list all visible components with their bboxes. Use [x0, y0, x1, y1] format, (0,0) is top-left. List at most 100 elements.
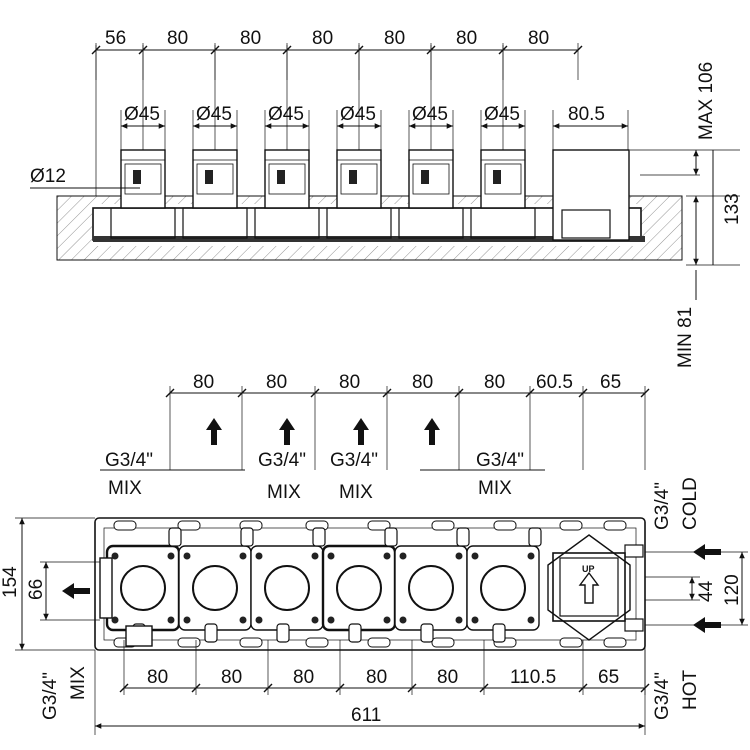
top-dim-slash	[282, 45, 292, 55]
btm-top-dim-7: 65	[600, 372, 621, 393]
outlet-arrow-up-1	[206, 418, 222, 445]
top-dim-slash	[573, 45, 583, 55]
plate-slot	[559, 637, 583, 648]
height-label: 133	[722, 193, 743, 225]
plate-slot	[305, 637, 329, 648]
diameter-label-1: Ø45	[124, 104, 160, 125]
valve-lug	[240, 527, 254, 547]
plate-slot	[493, 520, 517, 531]
valve-port	[336, 565, 382, 611]
btm-top-slash	[237, 388, 247, 398]
outlet-arrow-up-3	[353, 418, 369, 445]
mount-screw	[471, 616, 479, 624]
outlet-label-1: MIX	[108, 478, 142, 499]
top-dim-3: 80	[240, 28, 261, 49]
mount-screw	[311, 616, 319, 624]
cartridge-detail	[196, 163, 234, 195]
plate-slot	[239, 637, 263, 648]
top-dim-slash	[498, 45, 508, 55]
outlet-thread-1: G3/4"	[105, 450, 153, 471]
cartridge-body	[264, 149, 310, 209]
hot-label: HOT	[680, 670, 701, 711]
hot-connector	[624, 618, 644, 632]
valve-port	[408, 565, 454, 611]
valve-lug	[492, 623, 506, 643]
cartridge-stem	[133, 170, 141, 184]
cartridge-stem	[277, 170, 285, 184]
valve-port	[120, 565, 166, 611]
btm-bottom-dim-3: 80	[293, 667, 314, 688]
mount-screw	[527, 616, 535, 624]
mount-screw	[183, 552, 191, 560]
valve-badge: UP	[582, 564, 595, 574]
plate-slot	[431, 637, 455, 648]
left-inner-label: 66	[26, 579, 47, 600]
cartridge-body	[480, 149, 526, 209]
cartridge-detail	[484, 163, 522, 195]
valve-lug	[384, 527, 398, 547]
valve-lug	[348, 623, 362, 643]
plate-slot	[431, 520, 455, 531]
diameter-label-4: Ø45	[340, 104, 376, 125]
mount-screw	[255, 552, 263, 560]
max-depth-label: MAX 106	[696, 62, 717, 140]
total-width-label: 611	[351, 705, 381, 726]
valve-lug	[204, 623, 218, 643]
mix-outlet-cap	[125, 625, 153, 647]
cold-thread-label: G3/4"	[652, 482, 673, 530]
btm-top-slash	[578, 388, 588, 398]
btm-bottom-dim-2: 80	[221, 667, 242, 688]
mount-screw	[383, 616, 391, 624]
diameter-12-label: Ø12	[30, 166, 66, 187]
top-dim-2: 80	[167, 28, 188, 49]
plate-slot	[367, 637, 391, 648]
hot-thread-label: G3/4"	[652, 672, 673, 720]
cartridge-stem	[421, 170, 429, 184]
diameter-label-6: Ø45	[484, 104, 520, 125]
cartridge-stem	[205, 170, 213, 184]
mount-screw	[455, 616, 463, 624]
mount-screw	[239, 552, 247, 560]
top-dim-1: 56	[105, 28, 126, 49]
top-dim-4: 80	[312, 28, 333, 49]
mix-outlet-stub	[99, 557, 113, 619]
mount-screw	[183, 616, 191, 624]
left-height-label: 154	[0, 566, 21, 598]
valve-housing	[110, 207, 176, 239]
valve-housing	[254, 207, 320, 239]
btm-top-dim-2: 80	[266, 372, 287, 393]
diameter-label-3: Ø45	[268, 104, 304, 125]
valve-housing	[326, 207, 392, 239]
valve-lug	[420, 623, 434, 643]
valve-lug	[276, 623, 290, 643]
btm-top-dim-4: 80	[412, 372, 433, 393]
btm-top-dim-6: 60.5	[536, 372, 573, 393]
plate-slot	[559, 520, 583, 531]
left-mix-label: MIX	[68, 666, 89, 700]
btm-top-slash	[165, 388, 175, 398]
mount-screw	[527, 552, 535, 560]
cartridge-detail	[268, 163, 306, 195]
btm-top-slash	[525, 388, 535, 398]
valve-housing	[470, 207, 536, 239]
outlet-thread-4: G3/4"	[476, 450, 524, 471]
btm-top-dim-5: 80	[484, 372, 505, 393]
btm-top-dim-1: 80	[193, 372, 214, 393]
right-dim-outer: 120	[722, 574, 743, 606]
mount-screw	[111, 616, 119, 624]
valve-housing	[182, 207, 248, 239]
valve-lug	[528, 527, 542, 547]
thermostat-cartridge: UP	[547, 534, 631, 641]
outlet-thread-2: G3/4"	[258, 450, 306, 471]
valve-lug	[456, 527, 470, 547]
plate-slot	[177, 637, 201, 648]
btm-bottom-slash	[479, 683, 489, 693]
outlet-thread-3: G3/4"	[330, 450, 378, 471]
cartridge-body	[192, 149, 238, 209]
mount-screw	[111, 552, 119, 560]
cartridge-stem	[493, 170, 501, 184]
btm-bottom-dim-4: 80	[366, 667, 387, 688]
cartridge-detail	[412, 163, 450, 195]
